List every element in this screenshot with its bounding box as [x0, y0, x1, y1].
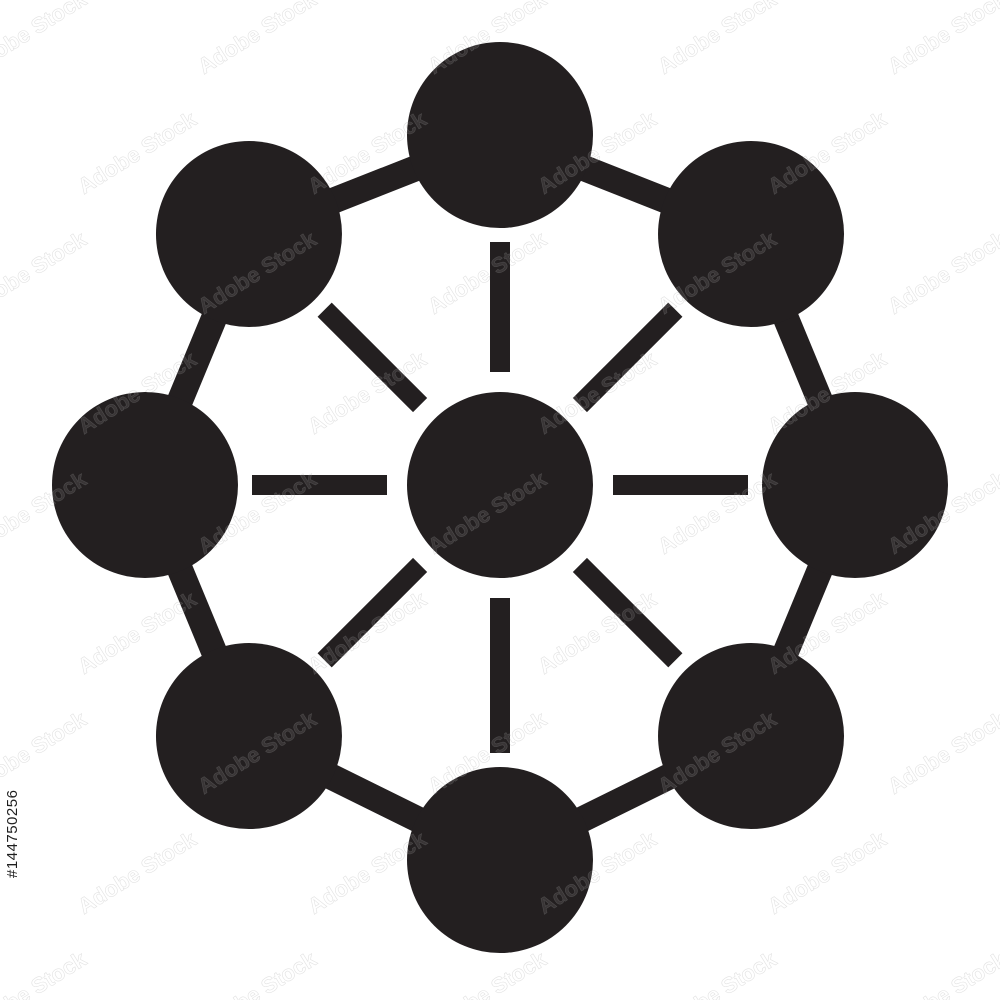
node-left	[52, 392, 238, 578]
node-right	[762, 392, 948, 578]
node-center-hub	[407, 392, 593, 578]
nodes	[52, 42, 948, 953]
node-bottom-left	[155, 643, 342, 830]
spoke-top-left	[317, 302, 428, 413]
node-bottom-right	[658, 643, 845, 830]
node-bottom	[407, 767, 593, 953]
node-top-right	[658, 140, 845, 327]
node-top-left	[155, 140, 342, 327]
spokes	[252, 242, 748, 753]
spoke-bottom-right	[572, 557, 683, 668]
stock-id-label: #144750256	[4, 789, 21, 878]
spoke-top-right	[572, 302, 683, 413]
node-top	[407, 42, 593, 228]
spoke-bottom-left	[317, 557, 428, 668]
